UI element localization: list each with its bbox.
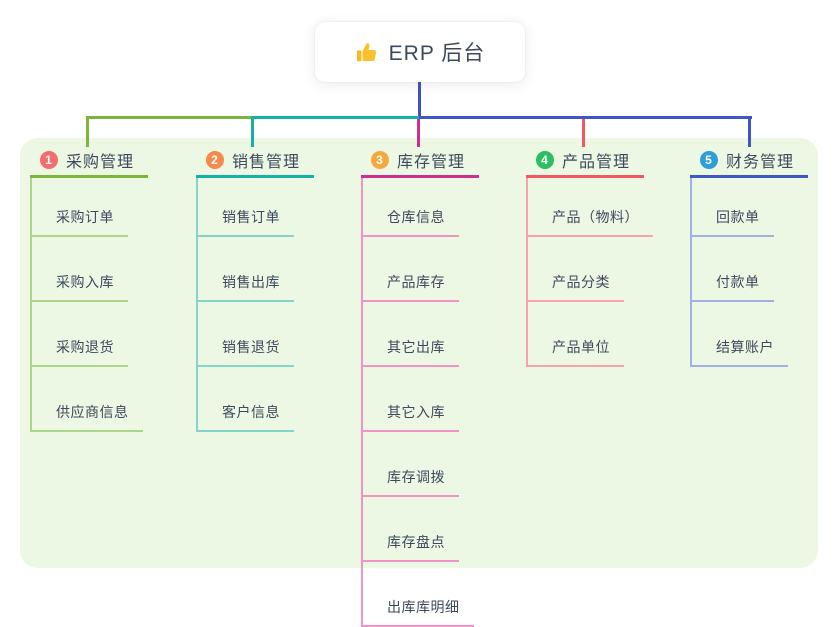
branch-2-title-node[interactable]: 2 销售管理 [196, 145, 315, 178]
child-node[interactable]: 产品单位 [528, 302, 624, 367]
branch-1: 1 采购管理采购订单采购入库采购退货供应商信息 [30, 145, 149, 432]
drop-branch-5 [748, 116, 751, 147]
child-node[interactable]: 仓库信息 [363, 178, 459, 237]
child-node[interactable]: 采购退货 [32, 302, 128, 367]
branch-3: 3 库存管理仓库信息产品库存其它出库其它入库库存调拨库存盘点出库库明细 [361, 145, 480, 627]
branch-title-label: 产品管理 [562, 154, 631, 171]
branch-5: 5 财务管理回款单付款单结算账户 [690, 145, 809, 367]
branch-4-children: 产品（物料）产品分类产品单位 [526, 178, 653, 367]
bus-segment-5 [419, 116, 752, 119]
branch-title-label: 销售管理 [232, 154, 301, 171]
branch-title-label: 库存管理 [397, 154, 466, 171]
child-node[interactable]: 付款单 [692, 237, 774, 302]
child-node[interactable]: 销售订单 [198, 178, 294, 237]
child-node[interactable]: 库存盘点 [363, 497, 459, 562]
bus-segment-2 [253, 116, 419, 119]
child-node[interactable]: 库存调拨 [363, 432, 459, 497]
child-node[interactable]: 产品（物料） [528, 178, 653, 237]
bus-segment-1 [86, 116, 253, 119]
child-node[interactable]: 销售出库 [198, 237, 294, 302]
root-title: ERP 后台 [388, 42, 486, 65]
thumbs-up-icon [355, 40, 379, 64]
branch-4-title-node[interactable]: 4 产品管理 [526, 145, 645, 178]
root-drop-line [418, 82, 421, 119]
child-node[interactable]: 结算账户 [692, 302, 788, 367]
branch-1-title-node[interactable]: 1 采购管理 [30, 145, 149, 178]
child-node[interactable]: 产品分类 [528, 237, 624, 302]
branch-5-index-badge: 5 [700, 151, 718, 169]
branch-1-index-badge: 1 [40, 151, 58, 169]
branch-4-index-badge: 4 [536, 151, 554, 169]
child-node[interactable]: 采购入库 [32, 237, 128, 302]
drop-branch-1 [86, 116, 89, 147]
drop-branch-2 [251, 116, 254, 147]
branch-3-children: 仓库信息产品库存其它出库其它入库库存调拨库存盘点出库库明细 [361, 178, 474, 627]
child-node[interactable]: 客户信息 [198, 367, 294, 432]
root-node[interactable]: ERP 后台 [315, 22, 525, 82]
branch-5-title-node[interactable]: 5 财务管理 [690, 145, 809, 178]
child-node[interactable]: 供应商信息 [32, 367, 143, 432]
branch-2-index-badge: 2 [206, 151, 224, 169]
branch-2-children: 销售订单销售出库销售退货客户信息 [196, 178, 294, 432]
child-node[interactable]: 回款单 [692, 178, 774, 237]
child-node[interactable]: 出库库明细 [363, 562, 474, 627]
drop-branch-4 [582, 119, 585, 147]
branch-5-children: 回款单付款单结算账户 [690, 178, 788, 367]
branch-1-children: 采购订单采购入库采购退货供应商信息 [30, 178, 143, 432]
child-node[interactable]: 产品库存 [363, 237, 459, 302]
branch-2: 2 销售管理销售订单销售出库销售退货客户信息 [196, 145, 315, 432]
child-node[interactable]: 其它入库 [363, 367, 459, 432]
branch-title-label: 采购管理 [66, 154, 135, 171]
branch-4: 4 产品管理产品（物料）产品分类产品单位 [526, 145, 653, 367]
drop-branch-3 [417, 119, 420, 147]
branch-title-label: 财务管理 [726, 154, 795, 171]
child-node[interactable]: 其它出库 [363, 302, 459, 367]
branch-3-index-badge: 3 [371, 151, 389, 169]
child-node[interactable]: 销售退货 [198, 302, 294, 367]
child-node[interactable]: 采购订单 [32, 178, 128, 237]
branch-3-title-node[interactable]: 3 库存管理 [361, 145, 480, 178]
